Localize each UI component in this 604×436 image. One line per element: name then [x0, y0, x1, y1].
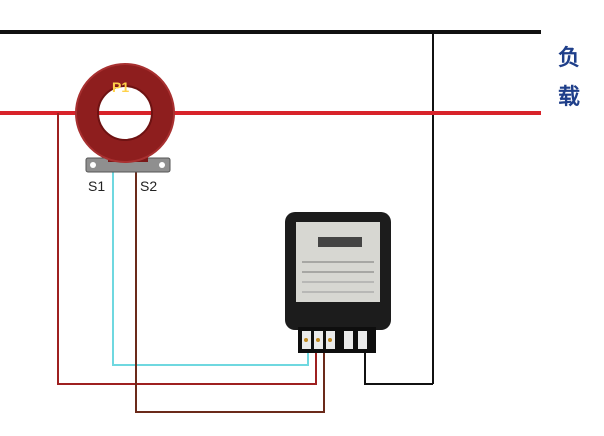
ct-p1-label: P1 — [112, 79, 130, 95]
current-transformer-icon — [75, 63, 175, 173]
load-label-char1: 负 — [558, 45, 581, 71]
live-tap-wire — [57, 113, 317, 385]
energy-meter-icon — [285, 212, 391, 353]
load-label-char2: 载 — [558, 84, 581, 110]
neutral-to-meter-wire — [364, 352, 433, 385]
ct-s1-label: S1 — [88, 178, 106, 194]
s1-secondary-wire — [112, 170, 309, 366]
s2-secondary-wire — [135, 170, 325, 413]
ct-s2-label: S2 — [140, 178, 158, 194]
